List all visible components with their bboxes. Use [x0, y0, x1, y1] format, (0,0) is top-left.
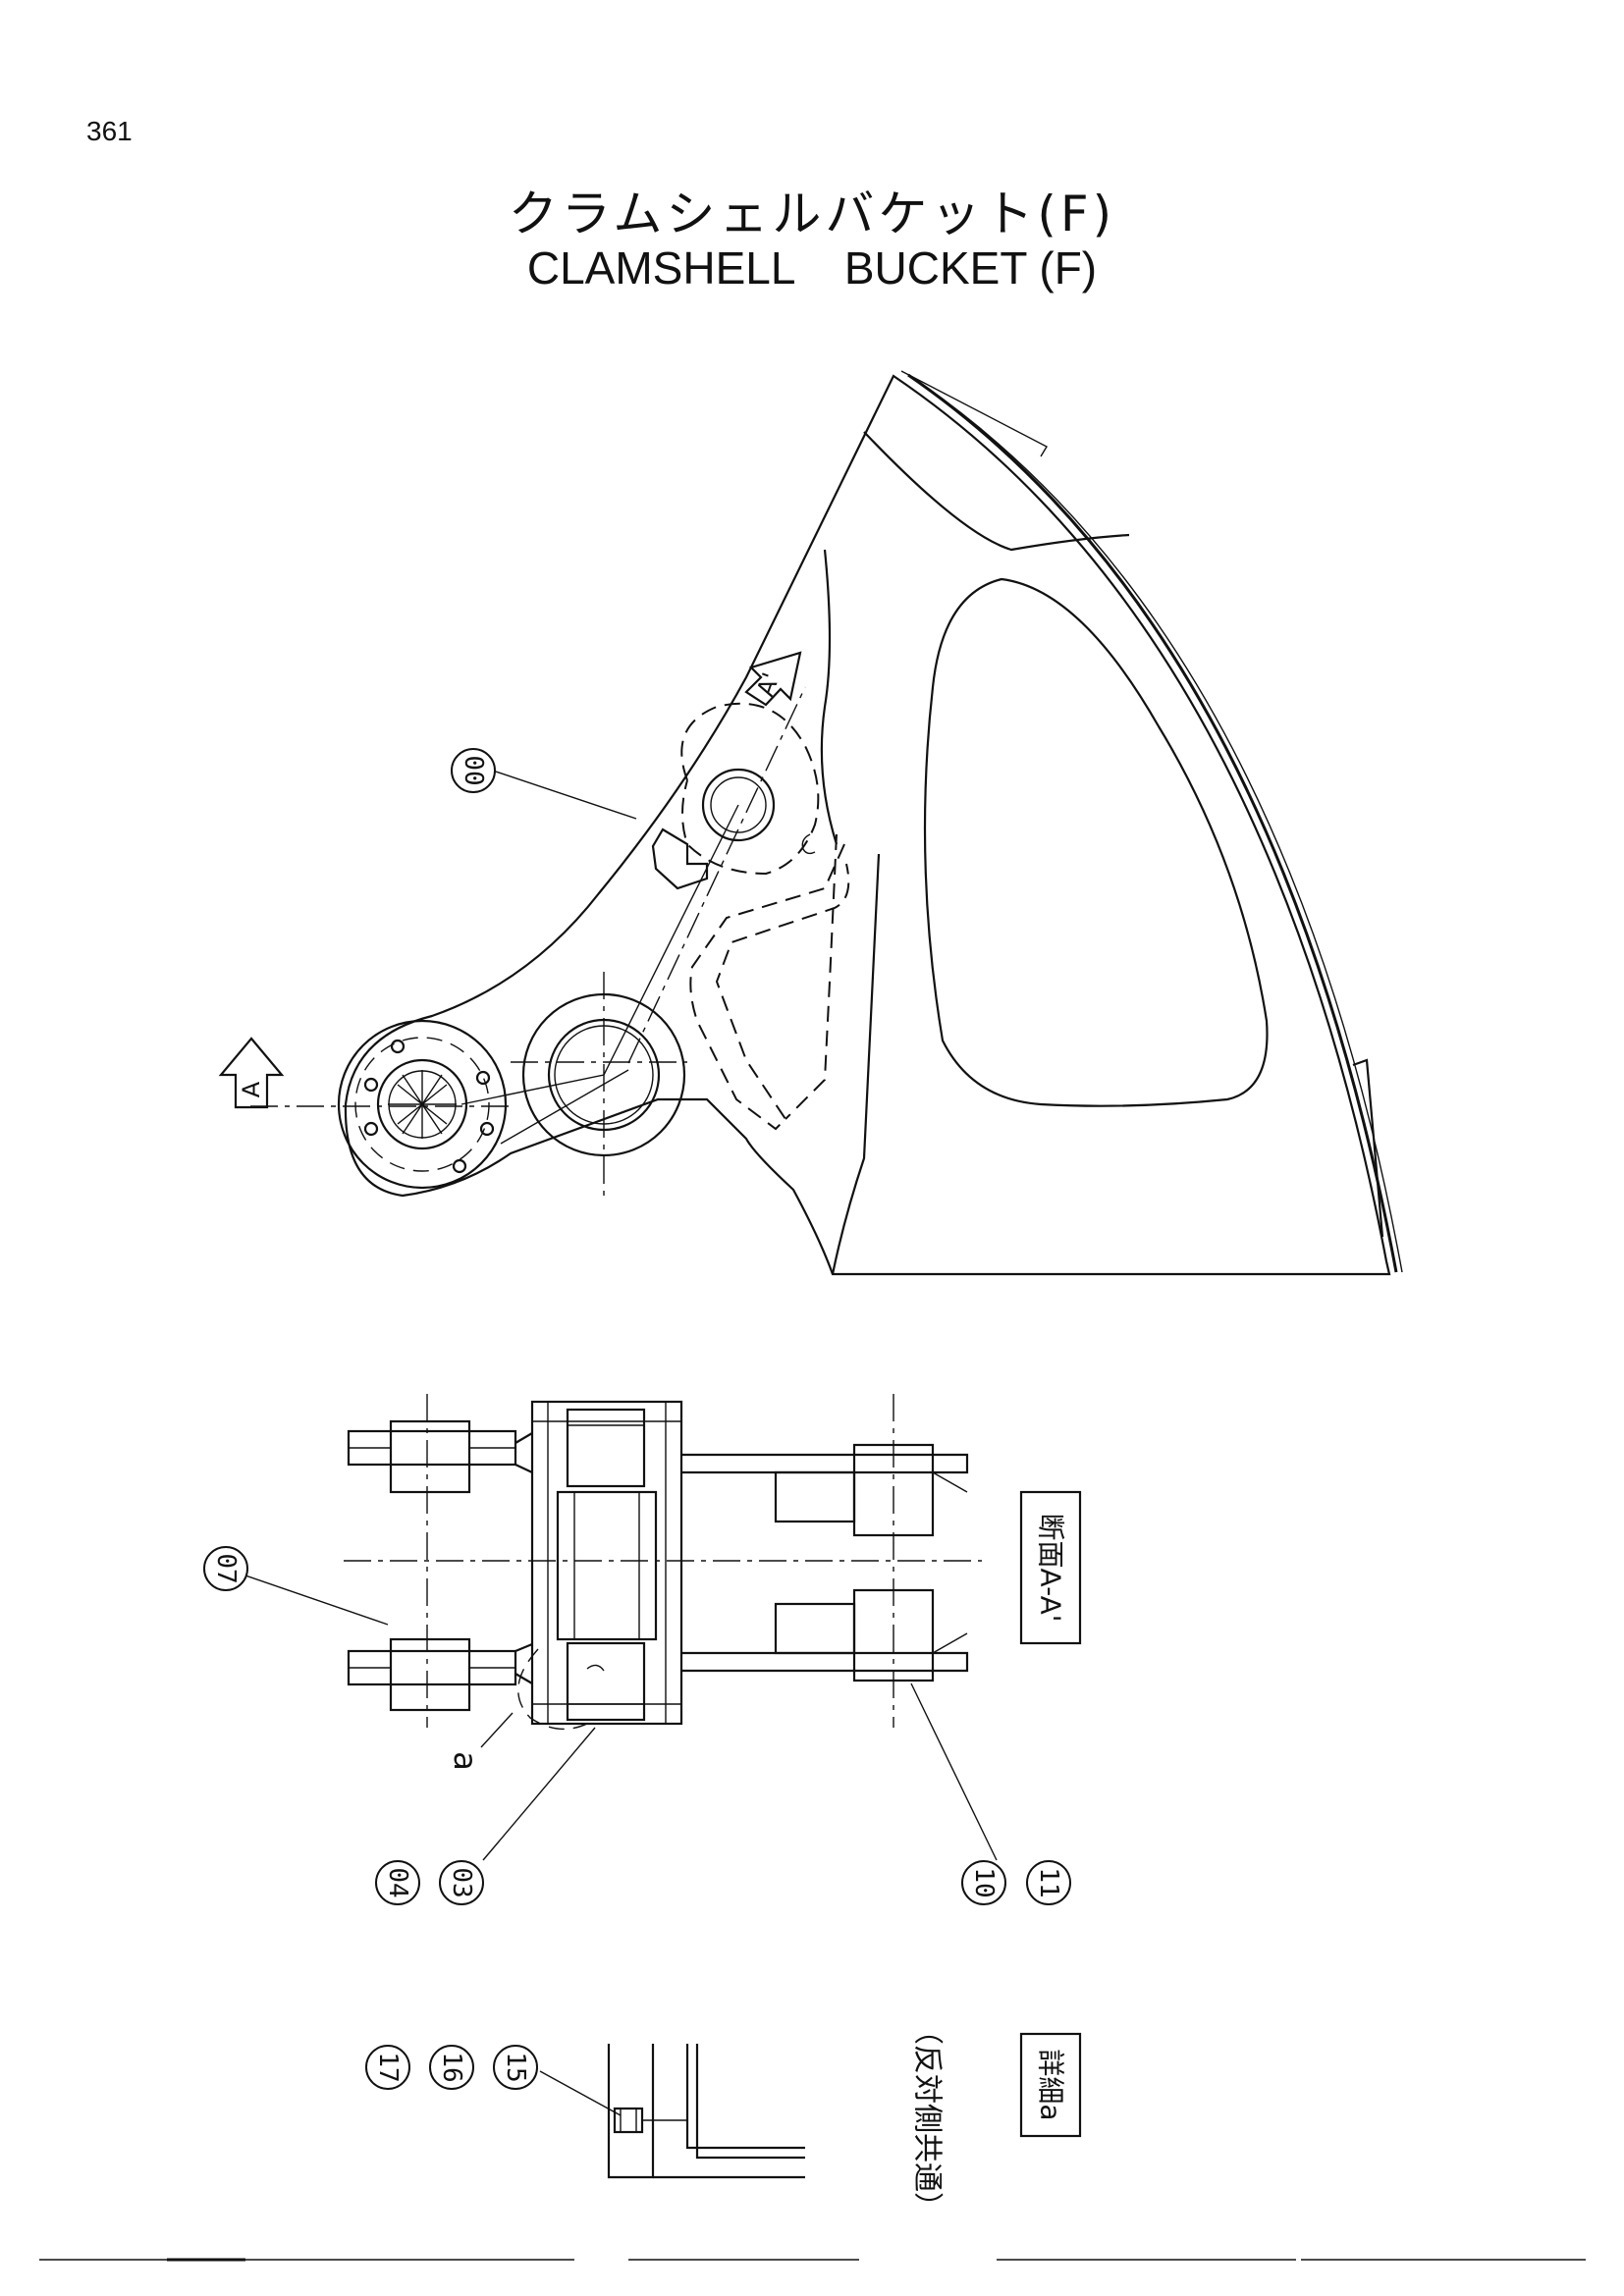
- svg-text:15: 15: [501, 2052, 530, 2082]
- callout-04-03: 04 03: [375, 1727, 596, 1905]
- detail-a-view: 詳細a （反対側共通）: [607, 2015, 1082, 2221]
- svg-text:11: 11: [1034, 1867, 1063, 1897]
- detail-box-label: 詳細a: [1035, 2049, 1067, 2120]
- svg-text:00: 00: [459, 755, 488, 785]
- callout-00: 00: [451, 748, 637, 820]
- section-a-a-view: 断面A-A' a: [344, 1394, 1082, 1771]
- callout-10-11: 10 11: [910, 1682, 1071, 1905]
- bucket-side-view: A A': [218, 370, 1403, 1276]
- svg-text:03: 03: [447, 1867, 476, 1897]
- callout-07: 07: [203, 1546, 389, 1626]
- section-view-label: 断面A-A': [1035, 1514, 1067, 1623]
- callout-17-16-15: 17 16 15: [365, 2045, 622, 2116]
- svg-text:07: 07: [211, 1553, 241, 1583]
- detail-marker: a: [447, 1751, 484, 1771]
- svg-text:17: 17: [373, 2052, 403, 2082]
- page-number: 361: [86, 116, 133, 146]
- section-arrow-a-prime-label: A': [751, 669, 785, 700]
- title-japanese: クラムシェルバケット(F): [508, 186, 1116, 242]
- title-english: CLAMSHELL BUCKET (F): [526, 242, 1098, 294]
- svg-text:10: 10: [969, 1867, 999, 1897]
- detail-note: （反対側共通）: [910, 2015, 945, 2221]
- section-arrow-a-label: A: [238, 1081, 265, 1097]
- svg-text:04: 04: [383, 1867, 412, 1897]
- svg-text:16: 16: [437, 2052, 466, 2082]
